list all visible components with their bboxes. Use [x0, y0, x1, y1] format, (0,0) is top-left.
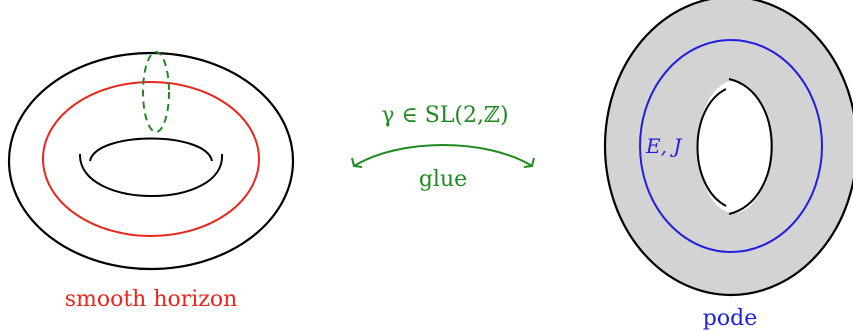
pode-hole [698, 81, 770, 213]
map-label: γ ∈ SL(2,ℤ) [381, 103, 508, 128]
pode-hole-left-edge [696, 88, 727, 207]
charges-label: E, J [645, 134, 682, 158]
torus-hole-lower [78, 153, 224, 197]
torus-hole-upper [89, 137, 213, 162]
pode-hole-right-edge [728, 78, 773, 215]
pode-torus: E, J [603, 0, 853, 297]
green-dashed-cycle [142, 51, 170, 133]
blue-cycle [639, 39, 823, 253]
smooth-horizon-torus [7, 51, 295, 271]
glue-label: glue [419, 167, 467, 192]
glue-map: γ ∈ SL(2,ℤ) glue [351, 103, 535, 192]
torus-outer-outline [7, 51, 295, 271]
right-caption: pode [703, 306, 757, 331]
glue-arrow [353, 144, 533, 167]
red-cycle [42, 81, 260, 237]
glue-arrow-head-right [523, 157, 535, 168]
left-caption: smooth horizon [65, 287, 238, 312]
glue-arrow-head-left [351, 157, 363, 168]
